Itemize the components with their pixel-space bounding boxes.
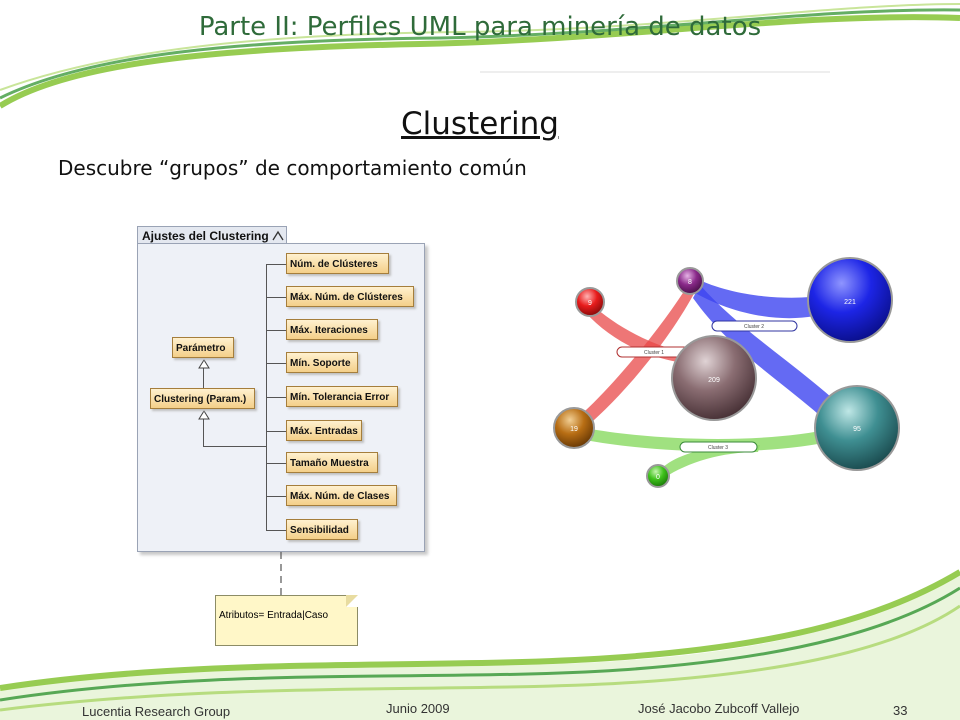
node-label: 221: [844, 299, 856, 306]
node-label: 0: [656, 474, 660, 481]
attribute-box[interactable]: Tamaño Muestra: [286, 452, 378, 473]
tick-1: [266, 264, 286, 265]
node-label: 8: [688, 279, 692, 286]
tick-8: [266, 496, 286, 497]
attribute-box[interactable]: Mín. Tolerancia Error: [286, 386, 398, 407]
edge-label: Cluster 1: [644, 350, 664, 356]
page-number: 33: [893, 703, 908, 718]
edge-label: Cluster 3: [708, 445, 728, 451]
attribute-box[interactable]: Máx. Iteraciones: [286, 319, 378, 340]
slide-title: Parte II: Perfiles UML para minería de d…: [198, 12, 762, 42]
node-label: 95: [853, 426, 861, 433]
tick-3: [266, 330, 286, 331]
tick-7: [266, 463, 286, 464]
tick-5: [266, 397, 286, 398]
header-swoosh: [0, 0, 960, 109]
generalization-line: [203, 446, 267, 447]
attribute-box[interactable]: Mín. Soporte: [286, 352, 358, 373]
node-label: 19: [570, 426, 578, 433]
note-link: [280, 552, 282, 596]
footer-group: Lucentia Research Group: [82, 704, 231, 719]
package-label: Ajustes del Clustering: [142, 229, 269, 243]
collapse-icon: [272, 230, 284, 241]
inheritance-arrow-icon: [198, 410, 210, 420]
note-fold: [346, 595, 358, 607]
attribute-box[interactable]: Máx. Núm. de Clústeres: [286, 286, 414, 307]
node-label: 9: [588, 300, 592, 307]
attribute-box[interactable]: Sensibilidad: [286, 519, 358, 540]
slide-subtitle: Descubre “grupos” de comportamiento comú…: [58, 156, 527, 180]
attribute-box[interactable]: Máx. Núm. de Clases: [286, 485, 397, 506]
generalization-vertical: [203, 414, 204, 447]
parent-class-box[interactable]: Parámetro: [172, 337, 234, 358]
uml-note: Atributos= Entrada|Caso: [215, 595, 358, 646]
parent-link: [203, 360, 204, 388]
cluster-visualization: 9 8 221 209 19 95 0 Cluster 1 Cluster 2 …: [553, 257, 900, 488]
edge-label: Cluster 2: [744, 324, 764, 330]
clustering-class-box[interactable]: Clustering (Param.): [150, 388, 255, 409]
footer-author: José Jacobo Zubcoff Vallejo: [638, 701, 800, 716]
node-label: 209: [708, 377, 720, 384]
attribute-box[interactable]: Núm. de Clústeres: [286, 253, 389, 274]
tick-4: [266, 363, 286, 364]
inheritance-arrow-icon: [198, 359, 210, 369]
tick-9: [266, 530, 286, 531]
slide-heading: Clustering: [401, 106, 559, 142]
tick-2: [266, 297, 286, 298]
footer-date: Junio 2009: [386, 701, 450, 716]
attribute-box[interactable]: Máx. Entradas: [286, 420, 362, 441]
footer-swoosh: [0, 569, 960, 720]
tick-6: [266, 431, 286, 432]
package-tab: [137, 226, 287, 245]
